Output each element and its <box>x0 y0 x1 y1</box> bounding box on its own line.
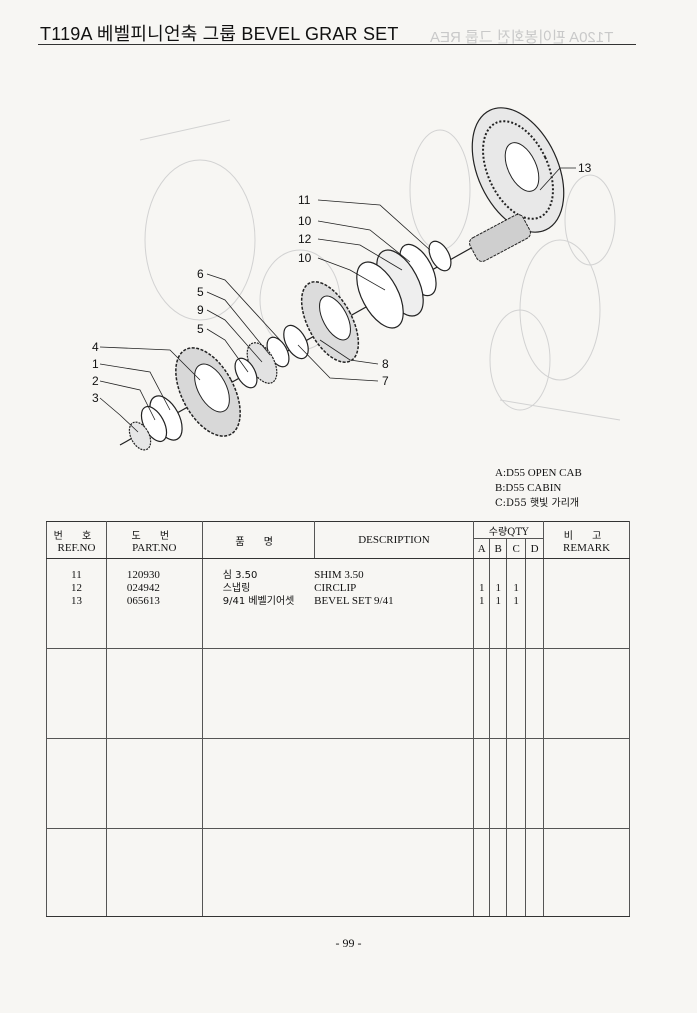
row-qty-d <box>526 582 543 595</box>
bevel-ring-gear <box>471 107 565 233</box>
row-ref: 11 <box>71 569 82 581</box>
table-row-group-1: 11 12 13 120930 024942 065613 심 3.50 스냅링… <box>46 558 630 649</box>
middle-gear <box>300 281 360 363</box>
col-remark <box>543 558 630 649</box>
header-ref: 번 호 REF.NO <box>46 521 107 559</box>
row-part: 065613 <box>126 595 160 607</box>
header-remark: 비 고 REMARK <box>543 521 630 559</box>
table-row-group-2 <box>46 648 630 739</box>
callout-13: 13 <box>578 161 592 175</box>
callout-10: 10 <box>298 214 312 228</box>
callout-labels: 13 11 10 12 10 6 5 9 5 4 1 2 3 8 7 <box>92 161 592 405</box>
row-ref: 12 <box>70 582 82 594</box>
callout-7: 7 <box>382 374 389 388</box>
parts-table: 번 호 REF.NO 도 번 PART.NO 품 명 DESCRIPTION 수… <box>46 521 630 917</box>
row-qty-b: 1 <box>495 595 501 607</box>
callout-3: 3 <box>92 391 99 405</box>
col-qty-d <box>525 558 545 649</box>
middle-washers <box>234 324 309 389</box>
callout-9: 9 <box>197 303 204 317</box>
header-description-text: DESCRIPTION <box>358 534 430 546</box>
header-remark-en: REMARK <box>563 541 611 554</box>
row-qty-a: 1 <box>479 595 485 607</box>
header-ref-ko: 번 호 <box>53 530 100 542</box>
callout-11: 11 <box>298 193 311 207</box>
row-name: 9/41 베벨기어셋 <box>222 596 295 607</box>
row-qty-a: 1 <box>479 582 485 594</box>
row-qty-d <box>526 595 543 608</box>
left-washers <box>128 395 183 451</box>
header-name-ko: 품 명 <box>201 521 315 559</box>
callout-4: 4 <box>92 340 99 354</box>
callout-6: 6 <box>197 267 204 281</box>
row-ref: 13 <box>70 595 82 607</box>
row-qty-c <box>507 569 525 582</box>
row-name: 스냅링 <box>222 583 251 594</box>
bevel-pinion <box>469 214 531 262</box>
col-description: SHIM 3.50 CIRCLIP BEVEL SET 9/41 <box>314 558 475 649</box>
left-gear <box>175 347 241 437</box>
table-row-group-3 <box>46 738 630 829</box>
row-part: 120930 <box>126 569 160 581</box>
header-part: 도 번 PART.NO <box>105 521 203 559</box>
header-part-en: PART.NO <box>132 541 177 554</box>
legend-line-b: B:D55 CABIN <box>495 482 562 494</box>
callout-2: 2 <box>92 374 99 388</box>
row-desc: CIRCLIP <box>314 582 357 594</box>
legend-line-a: A:D55 OPEN CAB <box>495 467 582 479</box>
callout-5: 5 <box>197 285 204 299</box>
col-qty-b: 1 1 <box>489 558 508 649</box>
row-qty-b: 1 <box>495 582 501 594</box>
header-part-ko: 도 번 <box>131 530 178 542</box>
col-qty-c: 1 1 <box>506 558 527 649</box>
callout-12: 12 <box>298 232 312 246</box>
row-qty-a <box>474 569 489 582</box>
header-name-ko-text: 품 명 <box>235 536 281 548</box>
header-description: DESCRIPTION <box>313 521 475 559</box>
callout-8: 8 <box>382 357 389 371</box>
header-qty-c: C <box>506 538 527 559</box>
callout-5b: 5 <box>197 322 204 336</box>
shaft-rings <box>356 240 452 329</box>
row-part: 024942 <box>126 582 160 594</box>
col-name-ko: 심 3.50 스냅링 9/41 베벨기어셋 <box>201 558 315 649</box>
callout-1: 1 <box>92 357 99 371</box>
legend-line-c: C:D55 햇빛 가리개 <box>495 498 580 509</box>
header-qty-d: D <box>525 538 545 559</box>
row-qty-b <box>490 569 506 582</box>
header-qty-b: B <box>489 538 508 559</box>
callout-10b: 10 <box>298 251 312 265</box>
row-desc: SHIM 3.50 <box>314 569 364 581</box>
header-qty: 수량QTY <box>473 521 545 539</box>
header-qty-text: 수량QTY <box>488 526 529 538</box>
col-qty-a: 1 1 <box>473 558 491 649</box>
col-ref: 11 12 13 <box>46 558 107 649</box>
leader-lines <box>99 167 576 433</box>
header-ref-en: REF.NO <box>57 541 96 554</box>
row-qty-c: 1 <box>513 595 519 607</box>
col-part: 120930 024942 065613 <box>105 558 203 649</box>
row-qty-d <box>526 569 543 582</box>
table-row-group-4 <box>46 828 630 917</box>
header-qty-a: A <box>473 538 491 559</box>
model-legend: A:D55 OPEN CAB B:D55 CABIN C:D55 햇빛 가리개 <box>495 466 582 511</box>
page-title: T119A 베벨피니언축 그룹 BEVEL GRAR SET <box>40 24 399 44</box>
row-desc: BEVEL SET 9/41 <box>314 595 394 607</box>
row-name: 심 3.50 <box>222 570 258 581</box>
header-remark-ko: 비 고 <box>563 530 610 542</box>
row-qty-c: 1 <box>513 582 519 594</box>
title-rule <box>38 44 636 45</box>
exploded-gear-diagram: 13 11 10 12 10 6 5 9 5 4 1 2 3 8 7 <box>92 107 621 451</box>
page-number: - 99 - <box>335 936 362 950</box>
